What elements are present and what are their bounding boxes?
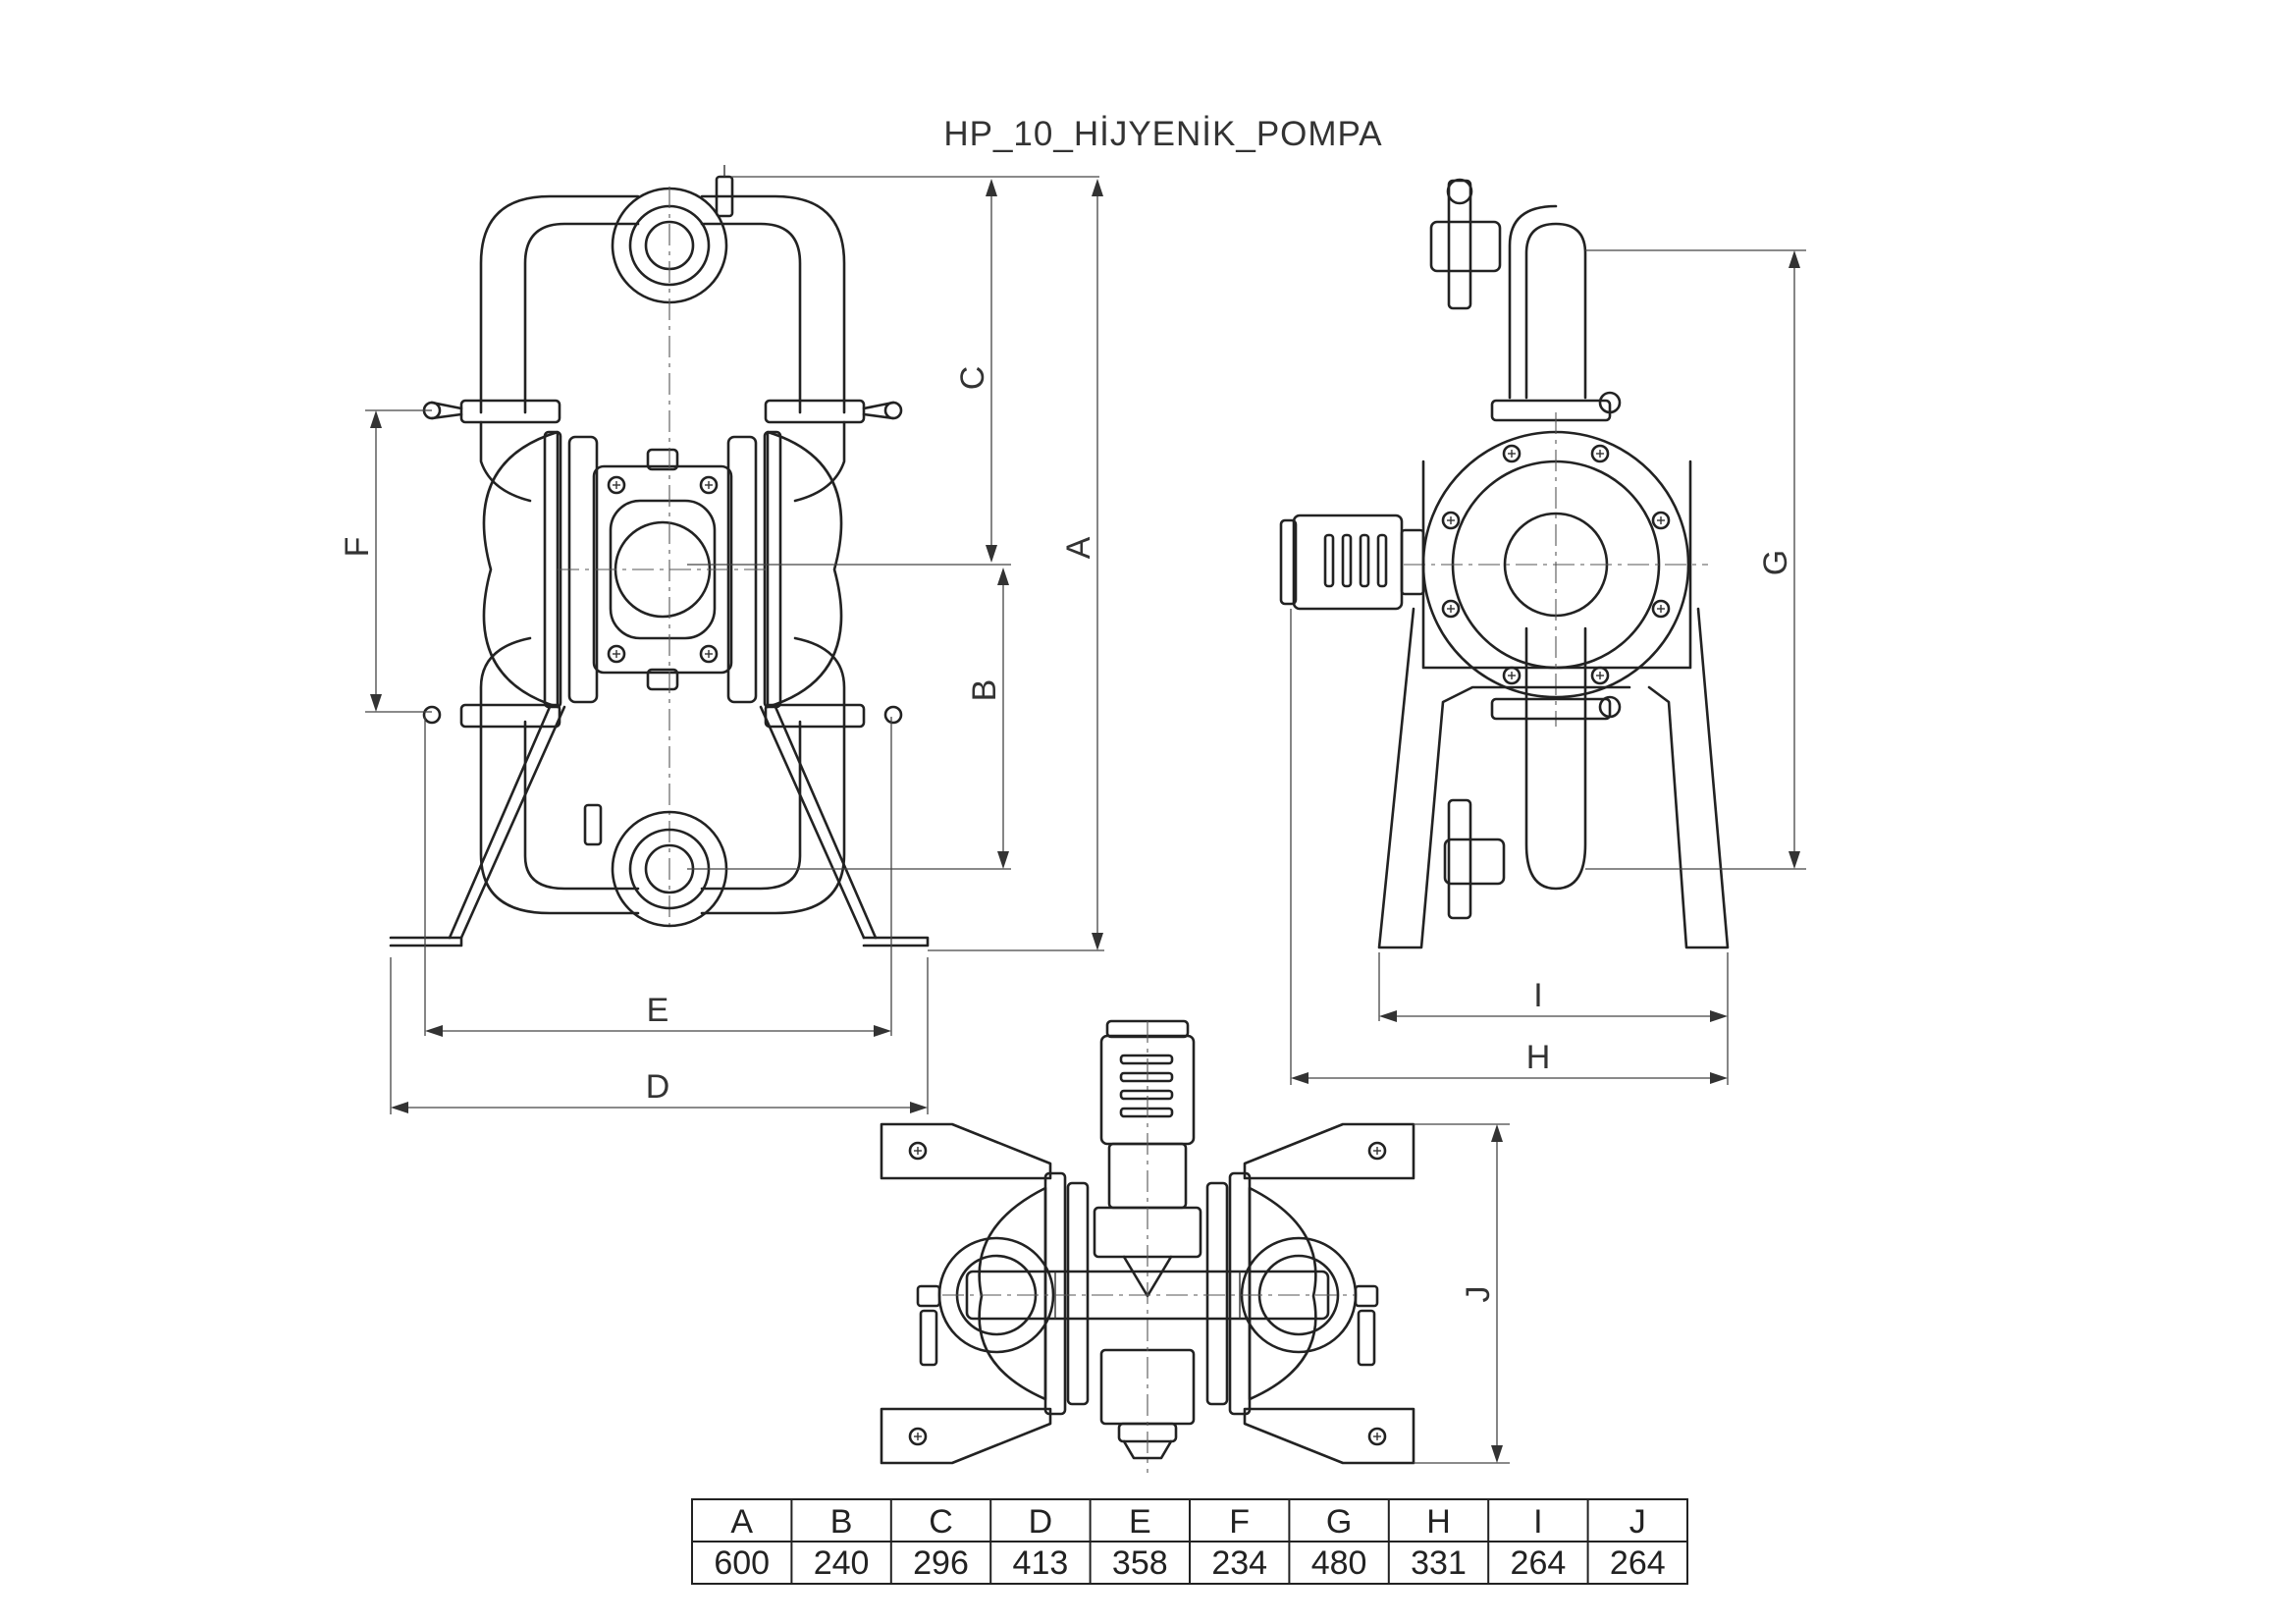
table-value-cell: 600 [714,1544,770,1582]
dim-label-a: A [1060,536,1097,559]
table-header-cell: H [1426,1503,1451,1541]
table-value-cell: 331 [1411,1544,1467,1582]
table-value-cell: 413 [1013,1544,1069,1582]
dim-label-d: D [646,1068,670,1106]
side-view [1279,178,1730,949]
table-header-cell: G [1326,1503,1352,1541]
dim-label-e: E [647,992,669,1029]
table-value-cell: 296 [913,1544,969,1582]
dim-label-h: H [1526,1039,1551,1076]
table-value-cell: 234 [1211,1544,1267,1582]
table-header-cell: F [1229,1503,1250,1541]
dim-label-f: F [339,537,376,558]
dim-label-g: G [1757,550,1794,575]
table-header-cell: C [929,1503,953,1541]
table-header-cell: E [1129,1503,1151,1541]
table-value-cell: 264 [1610,1544,1666,1582]
dim-label-i: I [1533,977,1542,1014]
table-value-cell: 480 [1311,1544,1367,1582]
top-view-dimensions: J [1414,1123,1510,1464]
table-header-cell: D [1029,1503,1053,1541]
dim-label-j: J [1460,1286,1497,1303]
table-header-cell: A [730,1503,753,1541]
table-value-cell: 240 [814,1544,870,1582]
front-view [389,165,930,947]
side-view-dimensions: G I H [1290,249,1806,1085]
drawing-title: HP_10_HİJYENİK_POMPA [943,115,1382,153]
dim-label-c: C [954,366,991,391]
top-view [880,1019,1415,1473]
table-header-cell: B [830,1503,853,1541]
table-value-cell: 358 [1112,1544,1168,1582]
front-view-dimensions: C B A F E D [339,176,1104,1114]
table-header-cell: I [1533,1503,1542,1541]
table-value-cell: 264 [1511,1544,1567,1582]
dim-label-b: B [966,679,1003,702]
table-header-cell: J [1629,1503,1646,1541]
